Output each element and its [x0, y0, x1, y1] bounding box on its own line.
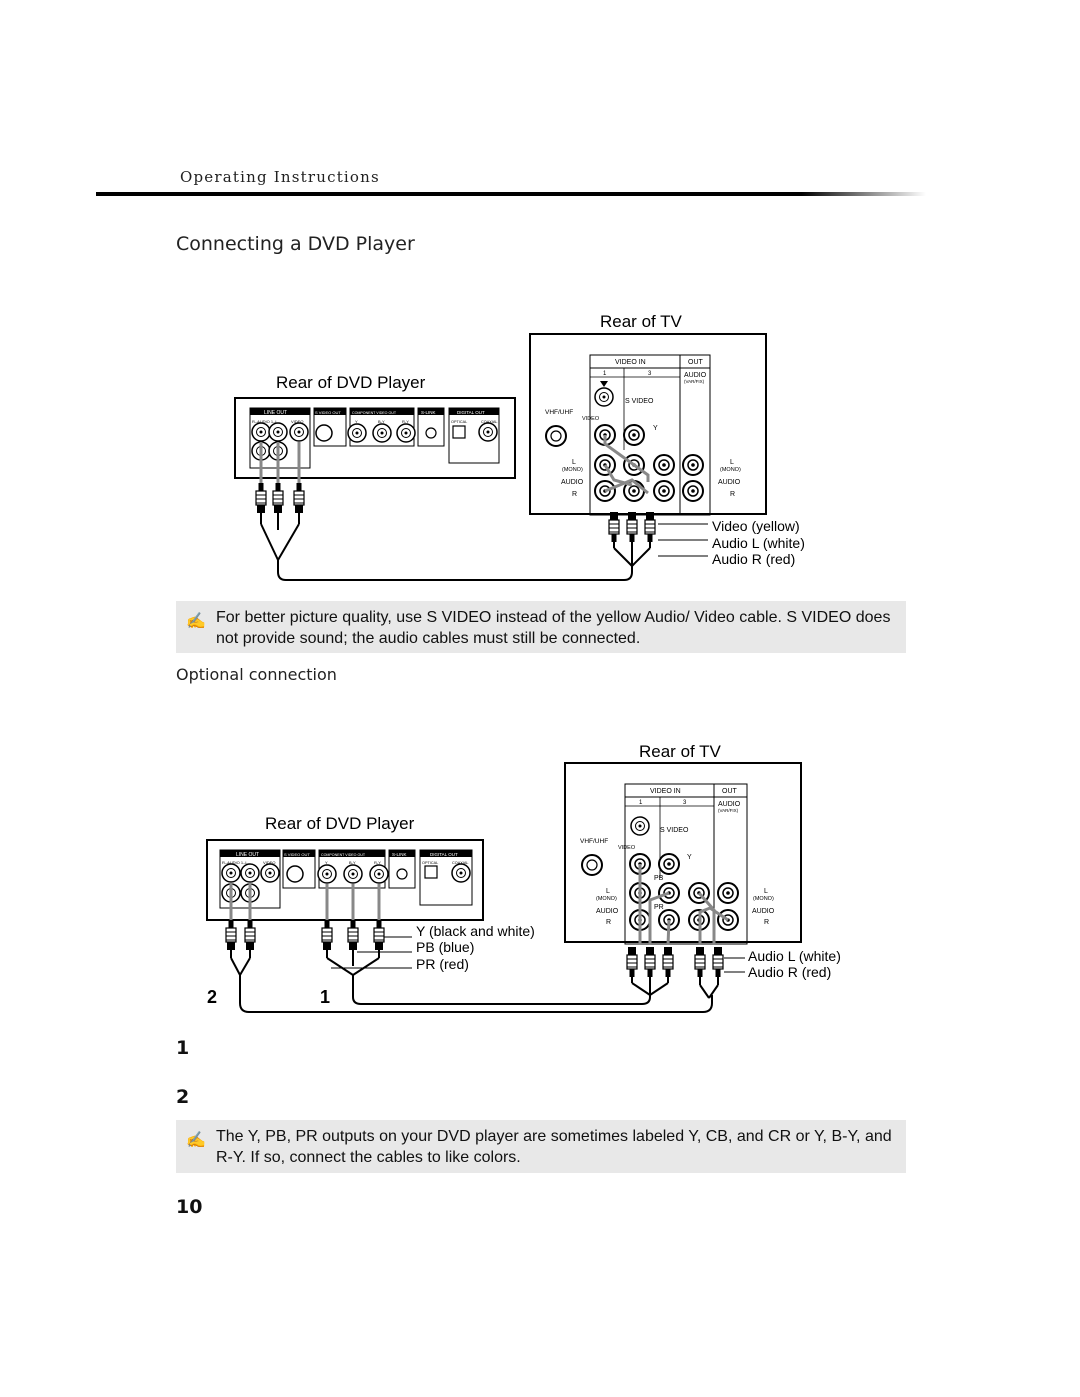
page-header: Operating Instructions	[180, 168, 380, 186]
svg-text:VIDEO IN: VIDEO IN	[650, 788, 681, 795]
tip-note-s-video: ✍ For better picture quality, use S VIDE…	[176, 601, 906, 653]
page-number: 10	[176, 1196, 203, 1218]
svg-text:(VAR/FIX): (VAR/FIX)	[684, 379, 705, 384]
pencil-note-icon: ✍	[186, 613, 206, 630]
cables-diagram-1	[259, 435, 650, 495]
svg-text:S-LINK: S-LINK	[392, 852, 407, 857]
tv-rear-panel-1: VIDEO IN OUT 1 3 AUDIO (VAR/FIX) S VIDEO…	[529, 333, 767, 516]
svg-text:R–AUDIO 1–L: R–AUDIO 1–L	[222, 860, 248, 865]
dvd-label-2: Rear of DVD Player	[265, 814, 415, 833]
svg-text:(MONO): (MONO)	[596, 896, 617, 902]
svg-text:S VIDEO: S VIDEO	[660, 827, 689, 834]
section-title: Connecting a DVD Player	[176, 233, 415, 255]
svg-text:S VIDEO: S VIDEO	[625, 398, 654, 405]
svg-text:1: 1	[639, 800, 643, 806]
svg-text:VIDEO: VIDEO	[291, 419, 303, 424]
svg-text:R-Y: R-Y	[402, 419, 409, 424]
svg-text:Y: Y	[355, 419, 358, 424]
cable-label-audio-r-red-2: Audio R (red)	[748, 964, 831, 980]
svg-text:R: R	[764, 919, 769, 926]
svg-text:R: R	[730, 491, 735, 498]
step-number-2: 2	[176, 1086, 190, 1108]
svg-text:S VIDEO OUT: S VIDEO OUT	[315, 410, 341, 415]
svg-text:AUDIO: AUDIO	[684, 372, 707, 379]
cable-bundle-1	[260, 513, 708, 581]
svg-text:AUDIO: AUDIO	[718, 801, 741, 808]
svg-text:(MONO): (MONO)	[720, 467, 741, 473]
svg-text:COAXIAL: COAXIAL	[481, 420, 497, 424]
svg-text:Y: Y	[653, 425, 658, 432]
svg-text:COAXIAL: COAXIAL	[452, 861, 468, 865]
svg-text:R: R	[572, 491, 577, 498]
svg-text:VHF/UHF: VHF/UHF	[545, 409, 573, 416]
header-rule	[96, 192, 926, 196]
svg-text:LINE OUT: LINE OUT	[236, 852, 259, 858]
tv-label-2: Rear of TV	[639, 742, 722, 761]
cable-label-pr: PR (red)	[416, 956, 469, 972]
svg-text:R-Y: R-Y	[374, 860, 381, 865]
svg-text:B-Y: B-Y	[349, 860, 356, 865]
svg-text:OUT: OUT	[722, 788, 738, 795]
dvd-label-1: Rear of DVD Player	[276, 373, 426, 392]
svg-text:PB: PB	[654, 875, 664, 882]
tip-note-labels: ✍ The Y, PB, PR outputs on your DVD play…	[176, 1120, 906, 1173]
svg-text:DIGITAL OUT: DIGITAL OUT	[430, 852, 458, 857]
cable-number-1: 1	[320, 987, 330, 1007]
svg-text:PR: PR	[654, 904, 664, 911]
cable-label-video-yellow: Video (yellow)	[712, 518, 800, 534]
cable-bundle-2	[230, 936, 745, 1013]
svg-text:L: L	[730, 459, 734, 466]
svg-text:VIDEO: VIDEO	[618, 845, 636, 851]
svg-text:LINE OUT: LINE OUT	[264, 410, 287, 416]
tv-label-1: Rear of TV	[600, 312, 683, 331]
pencil-note-icon: ✍	[186, 1132, 206, 1149]
svg-text:VIDEO IN: VIDEO IN	[615, 359, 646, 366]
svg-text:R–AUDIO 1–L: R–AUDIO 1–L	[252, 419, 278, 424]
svg-text:OPTICAL: OPTICAL	[422, 861, 438, 865]
svg-text:AUDIO: AUDIO	[752, 908, 775, 915]
svg-text:VIDEO: VIDEO	[263, 860, 275, 865]
svg-text:AUDIO: AUDIO	[718, 479, 741, 486]
svg-text:Y: Y	[325, 860, 328, 865]
svg-text:R: R	[606, 919, 611, 926]
cable-label-pb: PB (blue)	[416, 939, 474, 955]
svg-text:3: 3	[648, 371, 652, 377]
cable-label-y: Y (black and white)	[416, 923, 535, 939]
svg-text:AUDIO: AUDIO	[596, 908, 619, 915]
cable-label-audio-l-white-2: Audio L (white)	[748, 948, 841, 964]
cable-label-audio-l-white: Audio L (white)	[712, 535, 805, 551]
cable-label-audio-r-red: Audio R (red)	[712, 551, 795, 567]
tv-rear-panel-2: VIDEO IN OUT 1 3 AUDIO (VAR/FIX) S VIDEO…	[564, 762, 802, 945]
svg-text:(VAR/FIX): (VAR/FIX)	[718, 808, 739, 813]
dvd-rear-panel-1: LINE OUT S VIDEO OUT COMPONENT VIDEO OUT…	[234, 397, 516, 479]
cable-number-2: 2	[207, 987, 217, 1007]
svg-text:Y: Y	[687, 854, 692, 861]
svg-text:S VIDEO OUT: S VIDEO OUT	[284, 852, 310, 857]
svg-text:S-LINK: S-LINK	[421, 410, 436, 415]
tip-note-text: The Y, PB, PR outputs on your DVD player…	[216, 1128, 892, 1166]
svg-text:VHF/UHF: VHF/UHF	[580, 838, 608, 845]
svg-text:L: L	[764, 888, 768, 895]
svg-text:COMPONENT VIDEO OUT: COMPONENT VIDEO OUT	[352, 411, 397, 415]
svg-text:COMPONENT VIDEO OUT: COMPONENT VIDEO OUT	[321, 853, 366, 857]
svg-text:VIDEO: VIDEO	[582, 416, 600, 422]
svg-text:L: L	[572, 459, 576, 466]
dvd-rear-panel-2: LINE OUT S VIDEO OUT COMPONENT VIDEO OUT…	[206, 839, 484, 921]
svg-text:3: 3	[683, 800, 687, 806]
step-number-1: 1	[176, 1037, 190, 1059]
svg-text:1: 1	[603, 371, 607, 377]
svg-text:DIGITAL OUT: DIGITAL OUT	[457, 410, 485, 415]
cables-diagram-2	[229, 864, 729, 946]
tip-note-text: For better picture quality, use S VIDEO …	[216, 609, 891, 647]
svg-text:AUDIO: AUDIO	[561, 479, 584, 486]
svg-text:(MONO): (MONO)	[562, 467, 583, 473]
svg-text:L: L	[606, 888, 610, 895]
svg-text:(MONO): (MONO)	[753, 896, 774, 902]
svg-text:OPTICAL: OPTICAL	[451, 420, 467, 424]
svg-text:B-Y: B-Y	[378, 419, 385, 424]
svg-text:OUT: OUT	[688, 359, 704, 366]
optional-connection-title: Optional connection	[176, 665, 337, 684]
